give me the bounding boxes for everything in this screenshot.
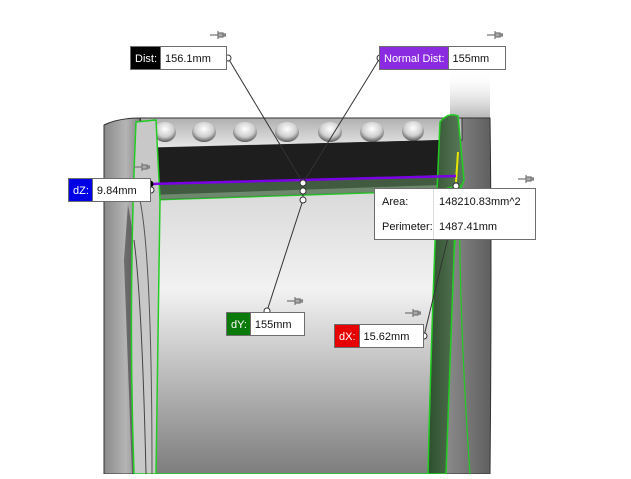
dz-tag: dZ: (69, 179, 93, 201)
area-label: Area: (382, 196, 409, 208)
perimeter-label: Perimeter: (382, 221, 433, 233)
dy-tag: dY: (227, 313, 251, 335)
left-rib-contour-2 (133, 239, 147, 475)
dz-callout[interactable]: dZ: 9.84mm (68, 178, 151, 202)
dz-value: 9.84mm (96, 185, 137, 197)
info-divider (433, 189, 434, 239)
area-row: Area: 148210.83mm^2 (375, 190, 535, 214)
left-rib-selected[interactable] (130, 119, 161, 475)
area-value: 148210.83mm^2 (439, 196, 521, 208)
yellow-edge-marker (455, 151, 459, 183)
inner-ledge (150, 175, 440, 200)
scallop-row (154, 121, 424, 142)
dy-callout[interactable]: dY: 155mm (226, 312, 305, 336)
pushpin-icon[interactable] (487, 30, 503, 40)
perimeter-row: Perimeter: 1487.41mm (375, 215, 535, 239)
dx-tag: dX: (335, 325, 360, 347)
perimeter-value: 1487.41mm (439, 221, 498, 233)
normal-dist-callout[interactable]: Normal Dist: 155mm (379, 46, 506, 70)
dy-value: 155mm (254, 319, 292, 331)
pushpin-icon[interactable] (134, 162, 150, 172)
dx-value: 15.62mm (363, 331, 410, 343)
pushpin-icon[interactable] (210, 30, 226, 40)
dist-value: 156.1mm (165, 53, 211, 65)
pushpin-icon[interactable] (405, 308, 421, 318)
pushpin-icon[interactable] (287, 296, 303, 306)
pushpin-icon[interactable] (518, 174, 534, 184)
dist-callout[interactable]: Dist: 156.1mm (130, 46, 227, 70)
dx-callout[interactable]: dX: 15.62mm (334, 324, 424, 348)
left-rib-contour (139, 199, 153, 475)
dist-tag: Dist: (131, 47, 161, 69)
normal-dist-value: 155mm (452, 53, 490, 65)
shadow-haze (450, 70, 490, 120)
area-perimeter-callout[interactable]: Area: 148210.83mm^2 Perimeter: 1487.41mm (374, 188, 536, 240)
normal-dist-tag: Normal Dist: (380, 47, 449, 69)
